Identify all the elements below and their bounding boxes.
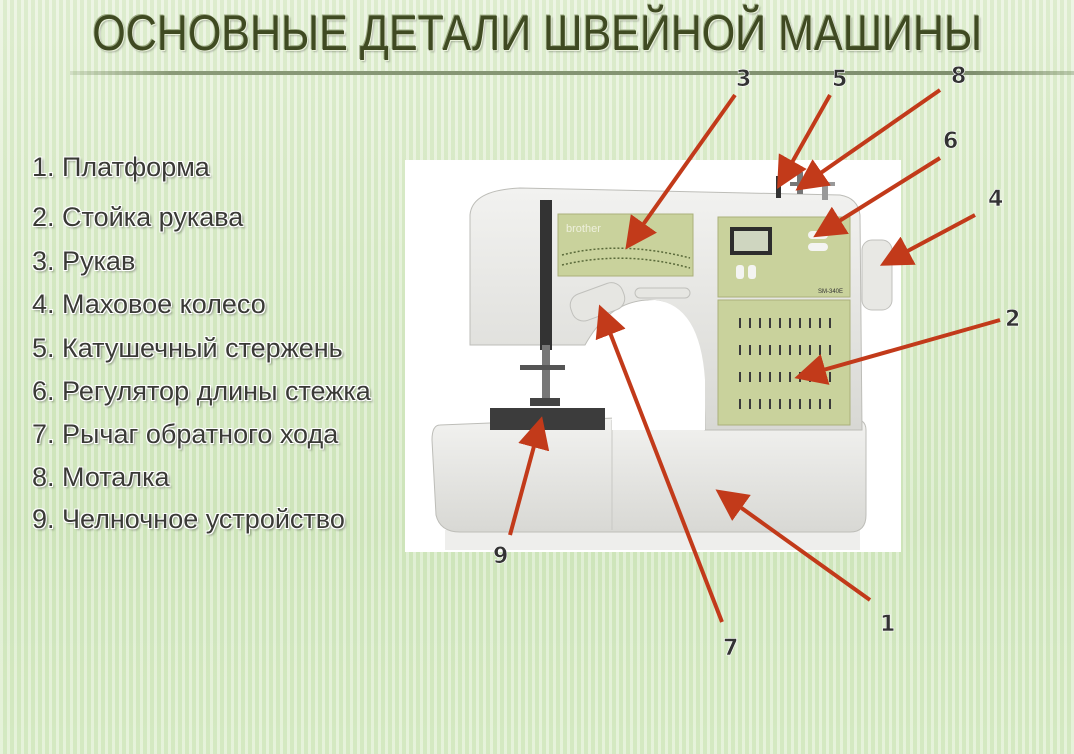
part-item: 1. Платформа [32, 152, 210, 182]
arrow-5 [777, 94, 832, 189]
part-item: 5. Катушечный стержень [32, 333, 343, 363]
part-item: 4. Маховое колесо [32, 289, 266, 319]
part-item: 9. Челночное устройство [32, 504, 345, 534]
arrow-1 [715, 489, 872, 602]
arrow-3 [625, 93, 737, 250]
part-item: 7. Рычаг обратного хода [32, 419, 339, 449]
callout-numbers: 3 5 8 6 4 2 1 7 9 [493, 64, 1021, 662]
arrow-9 [508, 416, 550, 536]
callout-4: 4 [988, 187, 1003, 212]
arrow-7 [595, 304, 724, 623]
callout-3: 3 [736, 67, 751, 92]
model-label: SM-340E [818, 289, 843, 295]
slide-title: ОСНОВНЫЕ ДЕТАЛИ ШВЕЙНОЙ МАШИНЫ [92, 5, 982, 61]
callout-8: 8 [951, 64, 966, 89]
arrow-2 [794, 318, 1001, 385]
callout-6: 6 [943, 129, 958, 154]
callout-1: 1 [880, 612, 895, 637]
title-divider [70, 71, 1074, 75]
arrow-8 [795, 88, 942, 191]
brand-logo: brother [566, 223, 601, 235]
sewing-machine-illustration: brother SM-340E [431, 172, 893, 550]
callout-7: 7 [723, 636, 738, 661]
arrow-4 [879, 213, 976, 266]
part-item: 8. Моталка [32, 462, 170, 492]
callout-9: 9 [493, 544, 508, 569]
arrow-6 [813, 156, 942, 238]
part-item: 2. Стойка рукава [32, 202, 244, 232]
part-item: 6. Регулятор длины стежка [32, 376, 371, 406]
part-item: 3. Рукав [32, 246, 136, 276]
callout-2: 2 [1005, 307, 1020, 332]
callout-arrows [508, 88, 1001, 623]
callout-5: 5 [832, 67, 847, 92]
